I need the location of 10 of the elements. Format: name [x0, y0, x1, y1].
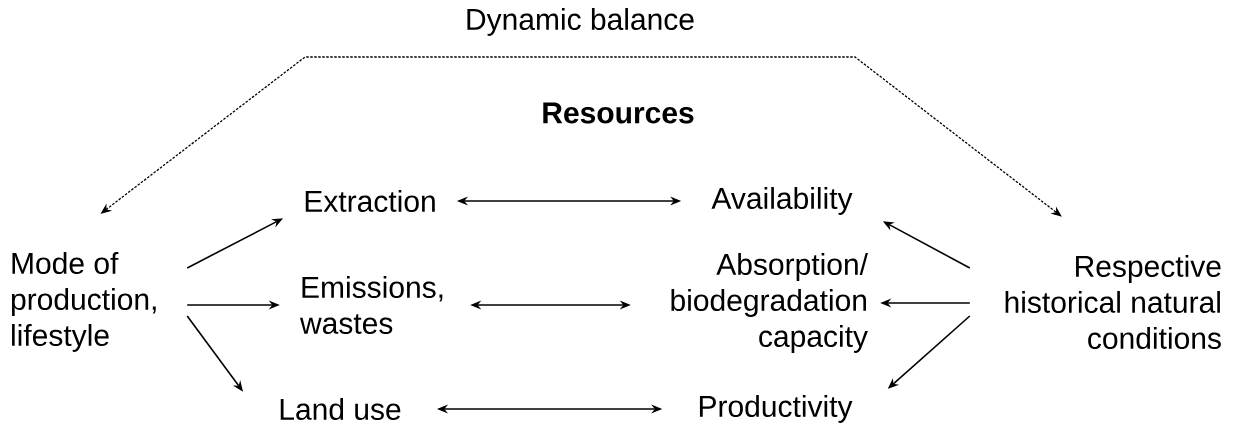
- text-label: Emissions, wastes: [299, 276, 443, 334]
- text-label: Respective historical natural conditions: [1005, 255, 1221, 349]
- text-label: Productivity: [699, 395, 853, 423]
- text-label: Mode of production, lifestyle: [11, 252, 156, 352]
- text-label: Land use: [280, 398, 401, 420]
- text-label: Availability: [711, 187, 853, 215]
- text-label: Extraction: [305, 190, 435, 212]
- edge-label: Dynamic balance: [463, 7, 697, 37]
- text-label: Absorption/ biodegradation capacity: [671, 253, 868, 353]
- heading: Resources: [543, 102, 694, 124]
